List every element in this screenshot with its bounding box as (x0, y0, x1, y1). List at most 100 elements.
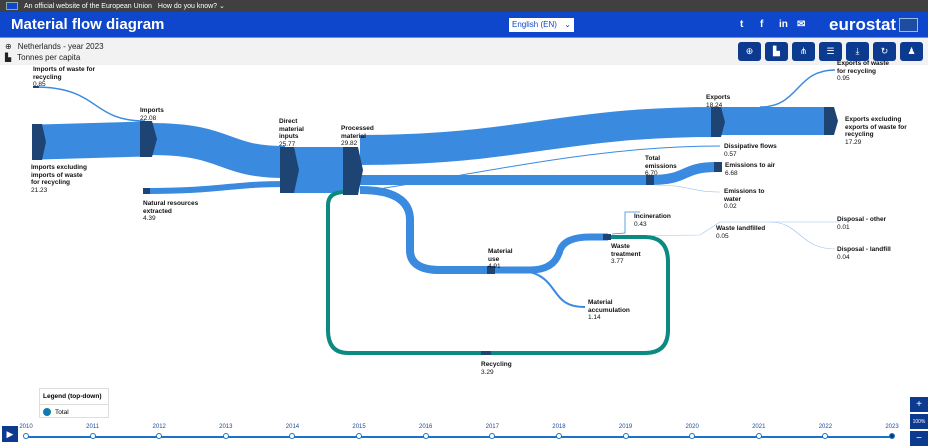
zoom-out-button[interactable]: − (910, 431, 928, 446)
timeline-tick-2022[interactable] (822, 433, 829, 439)
node-imports (140, 121, 157, 157)
timeline-year-2017[interactable]: 2017 (485, 424, 499, 430)
timeline-year-2012[interactable]: 2012 (152, 424, 166, 430)
sankey-diagram (32, 69, 840, 355)
label-exports-excl: Exports excluding exports of waste for r… (845, 116, 907, 146)
timeline-year-2018[interactable]: 2018 (552, 424, 566, 430)
email-icon[interactable]: ✉ (797, 19, 806, 30)
node-emissions-air (714, 162, 722, 172)
flow-exports-waste (759, 69, 836, 108)
flow-use-treatment (492, 233, 608, 274)
timeline-year-2020[interactable]: 2020 (685, 424, 699, 430)
menu-button[interactable]: ☰ (819, 42, 842, 61)
legend-item-total[interactable]: Total (55, 408, 69, 416)
node-natural (143, 188, 150, 194)
timeline-tick-2010[interactable] (23, 433, 29, 439)
timeline-year-2015[interactable]: 2015 (352, 424, 366, 430)
eurostat-logo[interactable]: eurostat (829, 15, 897, 34)
country-button[interactable]: ⊕ (738, 42, 761, 61)
timeline-year-2014[interactable]: 2014 (285, 424, 300, 430)
header: Material flow diagram English (EN)⌄ t f … (0, 12, 928, 38)
play-button[interactable]: ▶ (2, 426, 18, 442)
timeline-tick-2011[interactable] (89, 433, 96, 439)
node-waste-treatment (603, 234, 611, 240)
timeline-year-2016[interactable]: 2016 (419, 424, 433, 430)
timeline-tick-2013[interactable] (222, 433, 229, 439)
download-button[interactable]: ⤓ (846, 42, 869, 61)
timeline-track[interactable] (26, 436, 892, 438)
legend: Legend (top-down) Total (39, 388, 109, 418)
timeline-tick-2014[interactable] (289, 433, 296, 439)
unit-button[interactable]: ▙ (765, 42, 788, 61)
zoom-level[interactable]: 100% (910, 414, 928, 429)
total-icon (43, 408, 51, 416)
timeline-tick-2023[interactable] (889, 433, 895, 439)
timeline-year-2021[interactable]: 2021 (752, 424, 766, 430)
timeline-tick-2018[interactable] (555, 433, 562, 439)
zoom-in-button[interactable]: + (910, 397, 928, 412)
how-do-you-know-link[interactable]: How do you know? ⌄ (157, 3, 225, 10)
country-year: Netherlands - year 2023 (17, 42, 104, 51)
timeline-tick-2019[interactable] (622, 433, 629, 439)
flow-imports-excl (39, 121, 146, 160)
globe-icon: ⊕ (5, 42, 12, 51)
page-title: Material flow diagram (11, 16, 165, 33)
flow-recycling (326, 190, 670, 355)
diagram-button[interactable]: ⋔ (792, 42, 815, 61)
chevron-down-icon: ⌄ (564, 20, 571, 29)
node-dmi (280, 147, 299, 193)
official-text: An official website of the European Unio… (24, 2, 152, 10)
unit-label: Tonnes per capita (17, 53, 81, 62)
node-recycling (481, 351, 491, 355)
flow-natural-dmi (147, 181, 286, 194)
timeline-tick-2017[interactable] (489, 433, 496, 439)
flow-imports-dmi (149, 123, 286, 178)
linkedin-icon[interactable]: in (779, 19, 788, 30)
timeline-tick-2021[interactable] (755, 433, 762, 439)
flow-emissions-air (649, 162, 718, 185)
language-select[interactable]: English (EN)⌄ (509, 18, 574, 32)
node-imports-excl (32, 124, 46, 160)
timeline-tick-2015[interactable] (356, 433, 363, 439)
timeline-year-2013[interactable]: 2013 (219, 424, 233, 430)
flow-emissions-water (654, 184, 721, 193)
timeline-year-2010[interactable]: 2010 (19, 424, 33, 430)
unit-icon: ▙ (5, 53, 12, 62)
context-bar: ⊕ Netherlands - year 2023 ▙ Tonnes per cap… (0, 38, 928, 65)
node-exports (711, 107, 725, 137)
flow-disposal-landfill (769, 221, 836, 250)
flow-material-use (359, 186, 492, 274)
eu-flag-icon (899, 18, 918, 32)
timeline-tick-2020[interactable] (689, 433, 696, 439)
share-button[interactable]: ♟ (900, 42, 923, 61)
timeline-year-2019[interactable]: 2019 (618, 424, 633, 430)
timeline-year-2022[interactable]: 2022 (818, 424, 833, 430)
node-imports-waste (33, 86, 39, 88)
node-exports-excl (824, 107, 838, 135)
timeline-year-2011[interactable]: 2011 (86, 424, 100, 430)
timeline-year-2023[interactable]: 2023 (885, 424, 899, 430)
eu-flag-icon (6, 2, 18, 10)
flow-landfilled (611, 221, 840, 237)
node-total-emissions (646, 175, 654, 185)
timeline-tick-2012[interactable] (156, 433, 163, 439)
flow-imports-waste (34, 86, 146, 122)
twitter-icon[interactable]: t (740, 19, 744, 30)
timeline-tick-2016[interactable] (422, 433, 429, 439)
reset-button[interactable]: ↻ (873, 42, 896, 61)
facebook-icon[interactable]: f (760, 19, 764, 30)
